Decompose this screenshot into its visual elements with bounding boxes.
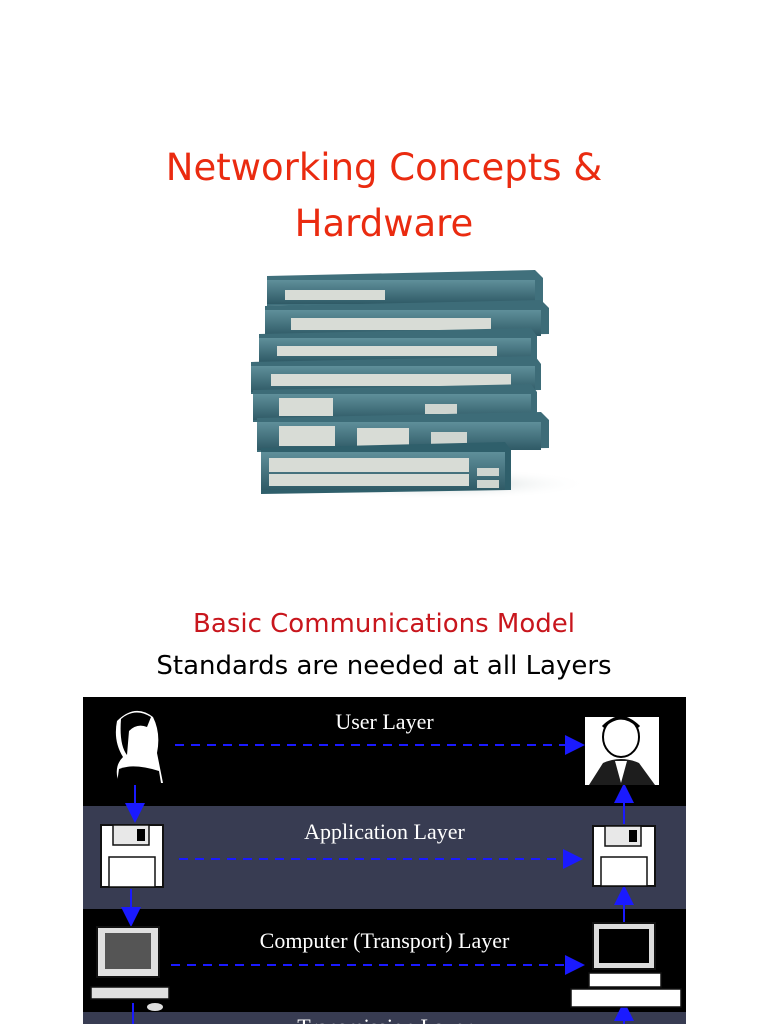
switch-unit bbox=[253, 384, 537, 422]
man-user-icon bbox=[585, 716, 659, 785]
network-switch-stack-image bbox=[251, 270, 585, 500]
woman-user-icon bbox=[115, 710, 163, 783]
slide-heading: Basic Communications Model bbox=[193, 609, 575, 639]
floppy-disk-icon bbox=[100, 824, 164, 888]
communications-model-diagram: User Layer Application Layer Computer (T… bbox=[83, 697, 686, 1024]
diagram-graphics bbox=[90, 710, 682, 1024]
application-layer-band bbox=[83, 806, 686, 909]
slide-title-line2: Hardware bbox=[294, 202, 474, 245]
transmission-layer-label: Transmission Layer bbox=[83, 1014, 686, 1024]
switch-unit bbox=[257, 412, 549, 452]
desktop-computer-icon bbox=[90, 926, 170, 1011]
slide-subheading: Standards are needed at all Layers bbox=[156, 651, 612, 681]
transport-layer-label: Computer (Transport) Layer bbox=[259, 928, 510, 953]
transmission-layer-band bbox=[83, 1012, 686, 1024]
slide-title-line1: Networking Concepts & bbox=[165, 146, 603, 189]
user-layer-label: User Layer bbox=[335, 709, 434, 734]
switch-unit bbox=[259, 328, 537, 364]
switch-unit bbox=[261, 442, 511, 494]
floppy-disk-icon bbox=[592, 825, 656, 887]
application-layer-label: Application Layer bbox=[304, 819, 465, 844]
desktop-computer-icon bbox=[570, 922, 682, 1008]
slide-title: Networking Concepts & Hardware bbox=[0, 140, 768, 252]
switch-unit bbox=[267, 270, 543, 306]
